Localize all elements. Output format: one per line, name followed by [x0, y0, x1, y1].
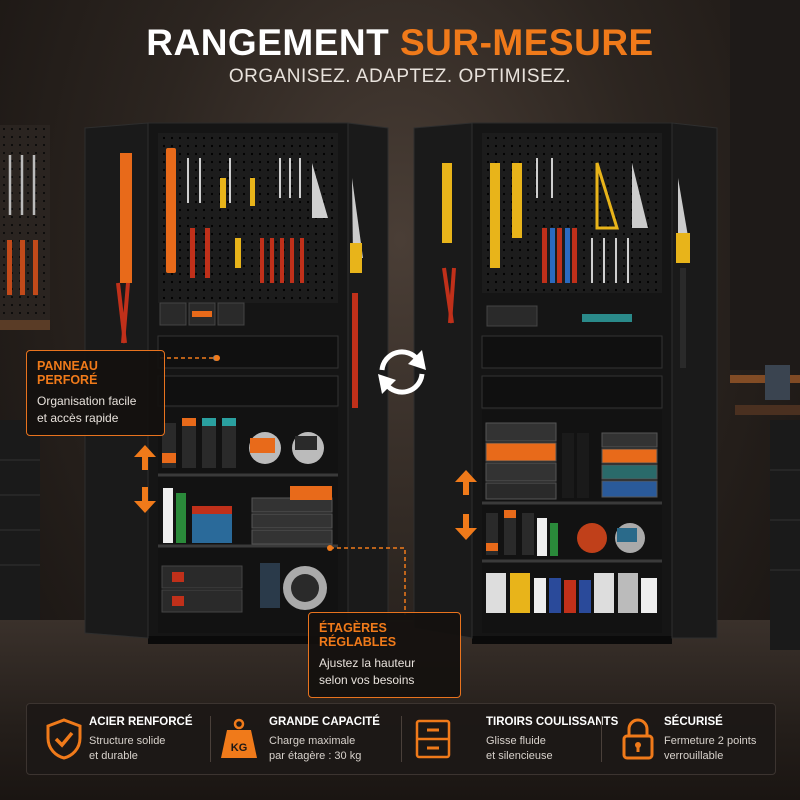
feature-separator	[401, 716, 402, 762]
height-adjust-arrows-left	[134, 445, 156, 513]
headline-main: RANGEMENT	[146, 22, 390, 63]
wall-shelf-right	[730, 0, 800, 650]
callout-pegboard-line1: Organisation facile	[37, 394, 137, 408]
shelves-connector	[327, 545, 406, 615]
callout-shelves-line1: Ajustez la hauteur	[319, 656, 416, 670]
pegboard-connector	[160, 355, 220, 361]
drawers-icon	[415, 719, 451, 759]
tagline: ORGANISEZ. ADAPTEZ. OPTIMISEZ.	[228, 66, 572, 87]
wall-pegboard-left	[0, 125, 50, 325]
headline: RANGEMENT SUR-MESURE	[0, 22, 800, 64]
feature-security-title: SÉCURISÉ	[664, 716, 723, 728]
rotate-icon	[378, 349, 426, 395]
feature-drawers-title: TIROIRS COULISSANTS	[486, 716, 619, 728]
headline-accent: SUR-MESURE	[399, 22, 654, 63]
feature-capacity-title: GRANDE CAPACITÉ	[269, 716, 380, 728]
callout-shelves-title: ÉTAGÈRES RÉGLABLES	[319, 621, 397, 649]
feature-separator	[601, 716, 602, 762]
feature-separator	[210, 716, 211, 762]
feature-steel-title: ACIER RENFORCÉ	[89, 716, 193, 728]
callout-pegboard-line2: et accès rapide	[37, 411, 119, 425]
height-adjust-arrows-right	[455, 470, 477, 540]
callout-shelves: ÉTAGÈRES RÉGLABLES Ajustez la hauteur se…	[308, 612, 461, 698]
padlock-icon	[622, 718, 654, 760]
callout-shelves-line2: selon vos besoins	[319, 673, 415, 687]
callout-pegboard: PANNEAU PERFORÉ Organisation facile et a…	[26, 350, 165, 436]
weight-icon-label: KG	[231, 742, 248, 754]
shield-check-icon	[46, 718, 82, 760]
left-cabinet	[84, 122, 389, 644]
workbench-left	[0, 320, 50, 620]
weight-icon: KG	[221, 718, 257, 758]
right-cabinet	[413, 122, 718, 644]
callout-pegboard-title: PANNEAU PERFORÉ	[37, 359, 98, 387]
